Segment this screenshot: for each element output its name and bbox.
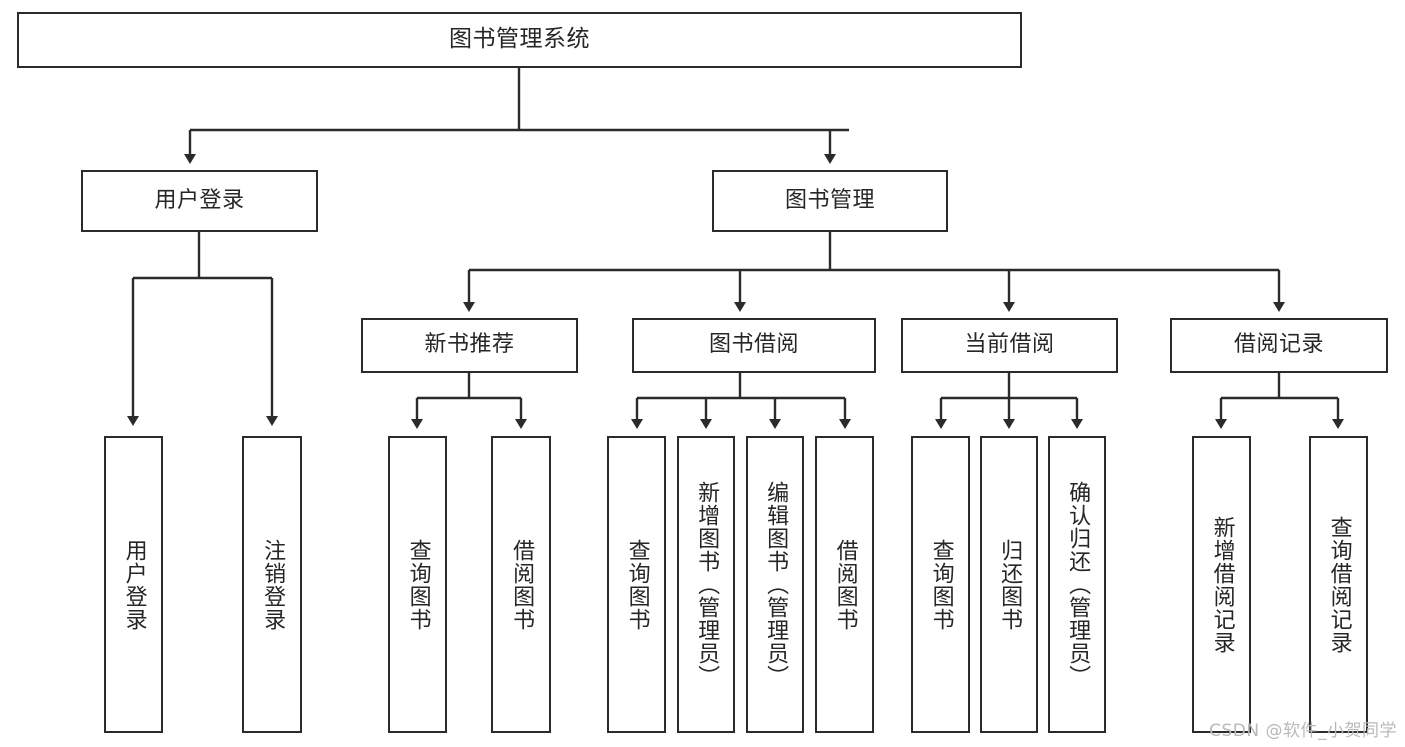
node-book-management[interactable]: 图书管理	[712, 170, 948, 232]
leaf-confirm-return[interactable]: 确认归还（管理员）	[1048, 436, 1106, 733]
node-root[interactable]: 图书管理系统	[17, 12, 1022, 68]
node-new-book-recommend[interactable]: 新书推荐	[361, 318, 578, 373]
node-root-label: 图书管理系统	[449, 26, 590, 53]
leaf-query-book-1-label: 查询图书	[405, 538, 431, 631]
leaf-edit-book-label: 编辑图书（管理员）	[763, 481, 789, 688]
leaf-confirm-return-label: 确认归还（管理员）	[1065, 481, 1091, 688]
leaf-query-book-2[interactable]: 查询图书	[607, 436, 666, 733]
node-user-login-label: 用户登录	[154, 187, 245, 213]
leaf-edit-book[interactable]: 编辑图书（管理员）	[746, 436, 804, 733]
leaf-add-book-label: 新增图书（管理员）	[694, 481, 720, 688]
node-book-borrow[interactable]: 图书借阅	[632, 318, 876, 373]
node-book-borrow-label: 图书借阅	[708, 332, 799, 358]
leaf-query-record[interactable]: 查询借阅记录	[1309, 436, 1368, 733]
leaf-borrow-book-1[interactable]: 借阅图书	[491, 436, 551, 733]
leaf-add-record[interactable]: 新增借阅记录	[1192, 436, 1251, 733]
leaf-user-login-label: 用户登录	[121, 538, 147, 631]
node-borrow-record[interactable]: 借阅记录	[1170, 318, 1388, 373]
leaf-query-record-label: 查询借阅记录	[1326, 515, 1352, 654]
leaf-borrow-book-2[interactable]: 借阅图书	[815, 436, 874, 733]
leaf-return-book-label: 归还图书	[997, 538, 1023, 631]
leaf-borrow-book-2-label: 借阅图书	[832, 538, 858, 631]
leaf-user-logout[interactable]: 注销登录	[242, 436, 302, 733]
leaf-query-book-3[interactable]: 查询图书	[911, 436, 970, 733]
leaf-add-book[interactable]: 新增图书（管理员）	[677, 436, 735, 733]
leaf-query-book-1[interactable]: 查询图书	[388, 436, 447, 733]
node-current-borrow-label: 当前借阅	[964, 332, 1055, 358]
leaf-user-logout-label: 注销登录	[260, 538, 286, 631]
leaf-user-login[interactable]: 用户登录	[104, 436, 163, 733]
leaf-borrow-book-1-label: 借阅图书	[509, 538, 535, 631]
node-user-login[interactable]: 用户登录	[81, 170, 318, 232]
node-current-borrow[interactable]: 当前借阅	[901, 318, 1118, 373]
node-borrow-record-label: 借阅记录	[1233, 332, 1324, 358]
leaf-query-book-3-label: 查询图书	[928, 538, 954, 631]
node-book-management-label: 图书管理	[784, 187, 875, 213]
leaf-add-record-label: 新增借阅记录	[1209, 515, 1235, 654]
leaf-return-book[interactable]: 归还图书	[980, 436, 1038, 733]
node-new-book-recommend-label: 新书推荐	[424, 332, 515, 358]
leaf-query-book-2-label: 查询图书	[624, 538, 650, 631]
